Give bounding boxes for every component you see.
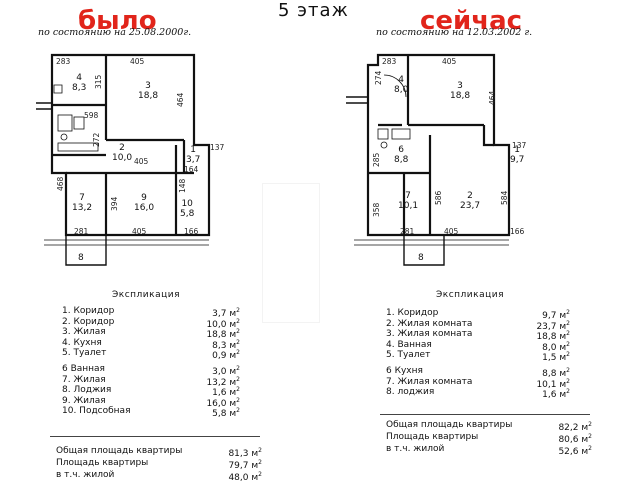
room-8: 8 (418, 253, 424, 263)
dim: 468 (56, 176, 65, 191)
dim: 598 (84, 111, 99, 120)
floor-label: 5 этаж (278, 0, 349, 21)
dim: 283 (56, 57, 71, 66)
dim: 281 (74, 227, 89, 236)
dim: 584 (500, 190, 509, 205)
dim: 137 (512, 141, 527, 150)
divider (50, 436, 260, 437)
after-label: сейчас (420, 6, 523, 36)
dim: 405 (134, 157, 149, 166)
explication-title-right: Экспликация (436, 290, 504, 300)
dim: 283 (382, 57, 397, 66)
dim: 148 (178, 178, 187, 193)
floor-plan-after-drawing (346, 53, 511, 266)
room-8: 8 (78, 253, 84, 263)
dim: 137 (210, 143, 225, 152)
dim: 358 (372, 202, 381, 217)
dim: 315 (94, 74, 103, 89)
dim: 164 (184, 165, 199, 174)
asof-right: по состоянию на 12.03.2002 г. (376, 27, 533, 38)
dim: 405 (130, 57, 145, 66)
dim: 405 (132, 227, 147, 236)
dim: 274 (374, 70, 383, 85)
dim: 285 (372, 152, 381, 167)
dim: 464 (176, 92, 185, 107)
floor-plan-before-drawing (36, 53, 211, 266)
dim: 281 (400, 227, 415, 236)
dim: 166 (184, 227, 199, 236)
asof-left: по состоянию на 25.08.2000г. (38, 27, 192, 38)
dim: 394 (110, 196, 119, 211)
divider (380, 414, 590, 415)
dim: 272 (92, 132, 101, 147)
dim: 405 (444, 227, 459, 236)
dim: 405 (442, 57, 457, 66)
before-label: было (78, 6, 157, 36)
blank-panel (262, 183, 320, 323)
dim: 464 (488, 90, 497, 105)
dim: 586 (434, 190, 443, 205)
explication-title-left: Экспликация (112, 290, 180, 300)
dim: 166 (510, 227, 525, 236)
